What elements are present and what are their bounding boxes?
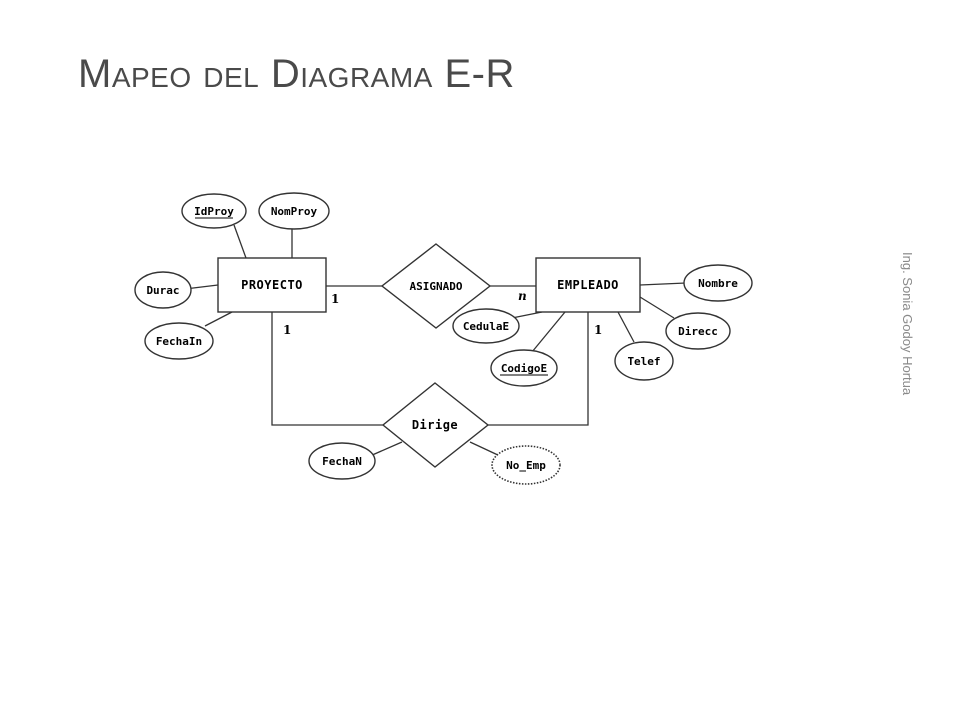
attribute-fechan: FechaN bbox=[308, 442, 376, 480]
attribute-direcc: Direcc bbox=[665, 312, 731, 350]
attribute-nombre: Nombre bbox=[683, 264, 753, 302]
cardinality-empleado-asignado: n bbox=[518, 289, 527, 303]
line-empleado-telef bbox=[617, 311, 635, 343]
attribute-direcc-label: Direcc bbox=[678, 325, 718, 338]
relationship-asignado: ASIGNADO bbox=[380, 243, 492, 329]
attribute-fechain-label: FechaIn bbox=[156, 335, 202, 348]
cardinality-empleado-dirige: 1 bbox=[594, 323, 602, 337]
cardinality-proyecto-asignado: 1 bbox=[331, 292, 339, 306]
entity-proyecto: PROYECTO bbox=[217, 257, 327, 313]
line-dirige-no-emp bbox=[469, 441, 501, 457]
line-fechain-proyecto bbox=[204, 311, 233, 327]
relationship-dirige-label: Dirige bbox=[412, 418, 458, 432]
attribute-nombre-label: Nombre bbox=[698, 277, 738, 290]
line-empleado-direcc bbox=[639, 296, 675, 319]
attribute-codigoe-label: CodigoE bbox=[501, 362, 547, 375]
attribute-no-emp: No_Emp bbox=[491, 445, 561, 485]
line-empleado-nombre bbox=[639, 282, 687, 286]
attribute-codigoe: CodigoE bbox=[490, 349, 558, 387]
entity-empleado-label: EMPLEADO bbox=[557, 278, 619, 292]
attribute-cedulae-label: CedulaE bbox=[463, 320, 509, 333]
line-empleado-dirige bbox=[488, 312, 589, 426]
attribute-durac-label: Durac bbox=[146, 284, 179, 297]
attribute-nomproy: NomProy bbox=[258, 192, 330, 230]
connector-lines bbox=[184, 224, 687, 457]
attribute-fechan-label: FechaN bbox=[322, 455, 362, 468]
attribute-telef-label: Telef bbox=[627, 355, 660, 368]
attribute-idproy-label: IdProy bbox=[194, 205, 234, 218]
line-idproy-proyecto bbox=[233, 224, 247, 259]
relationship-asignado-label: ASIGNADO bbox=[410, 280, 463, 293]
attribute-nomproy-label: NomProy bbox=[271, 205, 318, 218]
attribute-durac: Durac bbox=[134, 271, 192, 309]
slide-title: Mapeo del Diagrama E-R bbox=[78, 52, 515, 96]
attribute-cedulae: CedulaE bbox=[452, 308, 520, 344]
line-dirige-fechan bbox=[369, 441, 403, 457]
entity-empleado: EMPLEADO bbox=[535, 257, 641, 313]
attribute-telef: Telef bbox=[614, 341, 674, 381]
line-empleado-codigoe bbox=[531, 311, 566, 353]
cardinality-proyecto-dirige: 1 bbox=[283, 323, 291, 337]
line-empleado-cedulae bbox=[511, 311, 543, 319]
entity-proyecto-label: PROYECTO bbox=[241, 278, 303, 292]
attribute-no-emp-label: No_Emp bbox=[506, 459, 546, 472]
author-credit: Ing. Sonia Godoy Hortua bbox=[900, 252, 915, 396]
relationship-dirige: Dirige bbox=[381, 382, 490, 468]
attribute-idproy: IdProy bbox=[181, 193, 247, 229]
line-proyecto-dirige bbox=[271, 312, 383, 426]
attribute-fechain: FechaIn bbox=[144, 322, 214, 360]
